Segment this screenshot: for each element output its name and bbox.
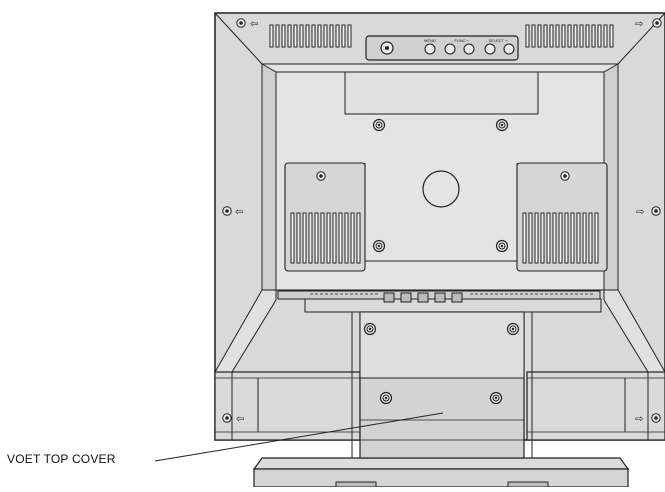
func-plus-button[interactable] bbox=[463, 43, 475, 55]
power-button[interactable] bbox=[380, 41, 394, 55]
screw-icon bbox=[372, 239, 386, 253]
label-plate bbox=[344, 71, 539, 115]
menu-label: MENU bbox=[424, 38, 436, 43]
screw-icon bbox=[495, 118, 509, 132]
menu-button[interactable] bbox=[424, 43, 436, 55]
center-hole bbox=[422, 170, 460, 208]
select-minus-button[interactable] bbox=[484, 43, 496, 55]
select-label: - SELECT + bbox=[486, 38, 508, 43]
screw-icon bbox=[495, 239, 509, 253]
arrow-left-icon: ⇦ bbox=[250, 19, 258, 30]
top-vents-left bbox=[269, 24, 352, 48]
arrow-left-icon: ⇦ bbox=[236, 414, 244, 425]
func-minus-button[interactable] bbox=[444, 43, 456, 55]
stand-neck bbox=[351, 311, 533, 459]
connector-strip bbox=[277, 290, 602, 313]
callout-leader bbox=[154, 412, 444, 462]
arrow-right-icon: ⇨ bbox=[635, 414, 643, 425]
corner-markers: ⇦ ⇨ ⇦ ⇨ ⇦ ⇨ bbox=[222, 18, 662, 425]
screw-icon bbox=[372, 118, 386, 132]
func-label: - FUNC + bbox=[452, 38, 470, 43]
arrow-right-icon: ⇨ bbox=[636, 207, 644, 218]
arrow-left-icon: ⇦ bbox=[235, 207, 243, 218]
stand-base bbox=[252, 457, 630, 488]
right-vent-panel bbox=[516, 162, 608, 272]
top-vents-right bbox=[525, 24, 614, 48]
arrow-right-icon: ⇨ bbox=[635, 19, 643, 30]
select-plus-button[interactable] bbox=[503, 43, 515, 55]
control-panel: MENU - FUNC + - SELECT + bbox=[365, 35, 519, 61]
left-vent-panel bbox=[284, 162, 366, 272]
callout-label: VOET TOP COVER bbox=[7, 452, 116, 466]
